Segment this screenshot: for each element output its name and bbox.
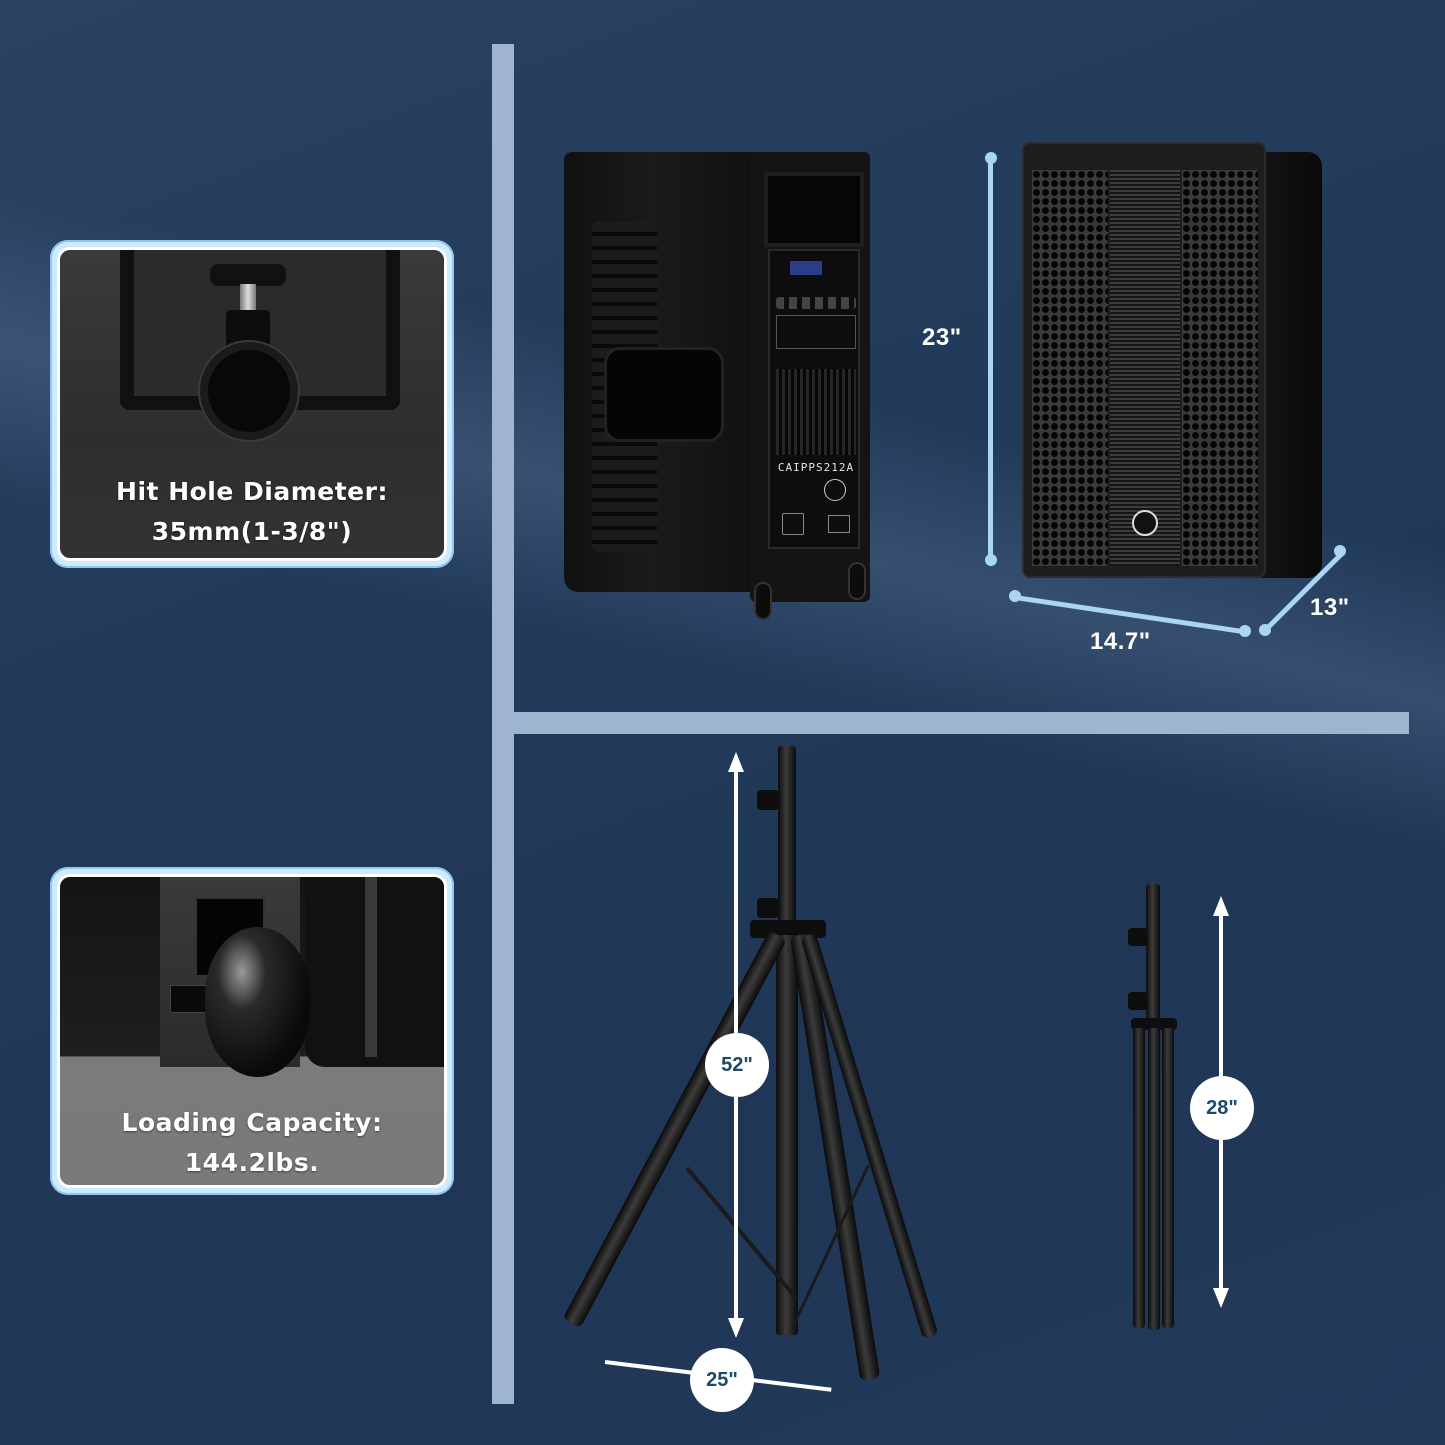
speaker-width-label: 14.7" xyxy=(1090,628,1151,655)
folded-clamp-upper xyxy=(1128,928,1148,946)
max-height-arrow-down-icon xyxy=(728,1318,744,1338)
folded-leg-2 xyxy=(1148,1028,1160,1330)
grille-left xyxy=(1032,170,1108,566)
input-jacks xyxy=(776,315,856,349)
folded-height-arrow-up-icon xyxy=(1213,896,1229,916)
power-inlet-icon xyxy=(828,515,850,533)
speaker-depth-label: 13" xyxy=(1310,594,1350,621)
control-knobs xyxy=(776,297,856,309)
lcd-display xyxy=(790,261,822,275)
grille-center-strip xyxy=(1110,170,1180,566)
folded-height-arrow-down-icon xyxy=(1213,1288,1229,1308)
pole-hole-ring-icon xyxy=(200,342,298,440)
grille-right xyxy=(1182,170,1258,566)
side-handle xyxy=(604,347,724,442)
loading-capacity-caption: Loading Capacity: 144.2lbs. xyxy=(60,1103,444,1183)
heatsink xyxy=(776,369,856,455)
folded-upper-pole xyxy=(1146,884,1160,1024)
wheel-image: Loading Capacity: 144.2lbs. xyxy=(57,874,447,1188)
stand-upper-pole xyxy=(778,746,796,946)
base-span-badge: 25" xyxy=(690,1348,754,1412)
max-height-arrow-up-icon xyxy=(728,752,744,772)
top-handle xyxy=(764,172,864,247)
height-dimension-line xyxy=(988,158,993,560)
vertical-divider xyxy=(492,44,514,1404)
mount-hole-title: Hit Hole Diameter: xyxy=(116,477,388,506)
knob-pin xyxy=(240,284,256,314)
folded-leg-hub xyxy=(1131,1018,1177,1030)
mount-hole-value: 35mm(1-3/8") xyxy=(151,517,353,546)
amplifier-panel: CAIPPS212A xyxy=(768,249,860,549)
wheel-left xyxy=(754,582,772,620)
mount-hole-caption: Hit Hole Diameter: 35mm(1-3/8") xyxy=(60,472,444,552)
horizontal-divider xyxy=(514,712,1409,734)
mount-hole-card: Hit Hole Diameter: 35mm(1-3/8") xyxy=(50,240,454,568)
brand-logo-icon xyxy=(824,479,846,501)
front-logo-icon xyxy=(1132,510,1158,536)
depth-dimension-dot-top xyxy=(1334,545,1346,557)
model-label: CAIPPS212A xyxy=(777,461,855,474)
caster-wheel-icon xyxy=(205,927,310,1077)
depth-dimension-dot-bottom xyxy=(1259,624,1271,636)
speaker-height-label: 23" xyxy=(922,324,962,351)
height-clamp-upper xyxy=(757,790,779,810)
speaker-rear-view: CAIPPS212A xyxy=(564,142,884,622)
cabinet-edge xyxy=(365,877,377,1057)
max-height-badge: 52" xyxy=(705,1033,769,1097)
height-clamp-lower xyxy=(757,898,779,918)
folded-height-badge: 28" xyxy=(1190,1076,1254,1140)
speakon-output xyxy=(782,513,804,535)
loading-capacity-value: 144.2lbs. xyxy=(184,1148,320,1177)
stand-leg-left xyxy=(562,930,787,1329)
height-dimension-dot-bottom xyxy=(985,554,997,566)
tightening-knob-icon xyxy=(210,264,286,286)
loading-capacity-title: Loading Capacity: xyxy=(121,1108,383,1137)
folded-leg-3 xyxy=(1162,1028,1174,1328)
folded-clamp-lower xyxy=(1128,992,1148,1010)
loading-capacity-card: Loading Capacity: 144.2lbs. xyxy=(50,867,454,1195)
mount-hole-image: Hit Hole Diameter: 35mm(1-3/8") xyxy=(57,247,447,561)
folded-leg-1 xyxy=(1133,1028,1145,1328)
speaker-front-face xyxy=(1022,142,1266,578)
width-dimension-dot-right xyxy=(1239,625,1251,637)
stand-center-tube xyxy=(776,935,798,1335)
height-dimension-dot-top xyxy=(985,152,997,164)
speaker-front-view xyxy=(1022,142,1322,582)
width-dimension-dot-left xyxy=(1009,590,1021,602)
wheel-right xyxy=(848,562,866,600)
